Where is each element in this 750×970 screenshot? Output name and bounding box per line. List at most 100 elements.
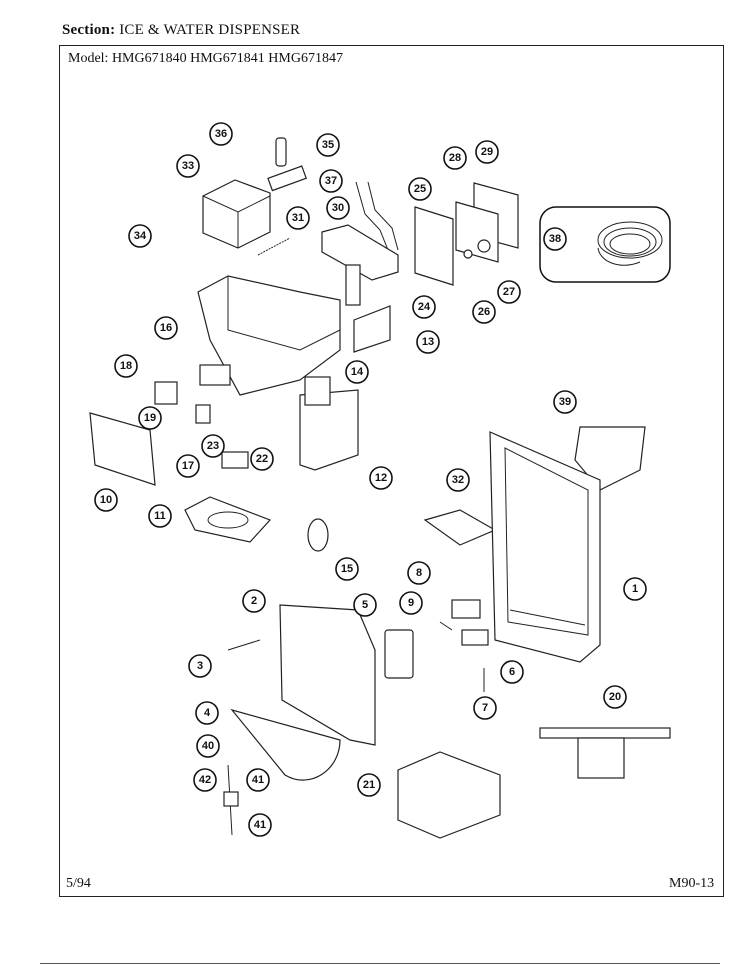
part-32 [423, 509, 497, 546]
part-21 [397, 751, 501, 839]
svg-text:7: 7 [482, 702, 488, 714]
svg-text:13: 13 [422, 336, 434, 348]
section-header: Section: ICE & WATER DISPENSER [62, 22, 300, 39]
svg-text:26: 26 [478, 306, 490, 318]
callout-33: 33 [176, 154, 200, 178]
callout-4: 4 [195, 701, 219, 725]
callout-10: 10 [94, 488, 118, 512]
svg-text:41: 41 [254, 819, 266, 831]
callout-11: 11 [148, 504, 172, 528]
callout-20: 20 [603, 685, 627, 709]
svg-text:35: 35 [322, 139, 334, 151]
svg-text:2: 2 [251, 595, 257, 607]
part-switch-18 [154, 381, 178, 405]
callout-23: 23 [201, 434, 225, 458]
callout-26: 26 [472, 300, 496, 324]
callout-19: 19 [138, 406, 162, 430]
svg-text:18: 18 [120, 360, 132, 372]
part-covers [414, 182, 519, 286]
callout-28: 28 [443, 146, 467, 170]
callout-35: 35 [316, 133, 340, 157]
callout-15: 15 [335, 557, 359, 581]
callout-32: 32 [446, 468, 470, 492]
svg-text:14: 14 [351, 366, 364, 378]
part-screw-3 [227, 639, 261, 651]
svg-text:16: 16 [160, 322, 172, 334]
part-tube-2 [367, 181, 399, 251]
svg-text:23: 23 [207, 440, 219, 452]
svg-text:9: 9 [408, 597, 414, 609]
part-tray-11 [184, 496, 272, 543]
svg-text:21: 21 [363, 779, 375, 791]
part-grille [230, 708, 341, 781]
section-label: Section: [62, 22, 116, 38]
callout-29: 29 [475, 140, 499, 164]
callout-7: 7 [473, 696, 497, 720]
svg-text:40: 40 [202, 740, 214, 752]
callout-41a: 41 [246, 768, 270, 792]
svg-text:11: 11 [154, 510, 166, 522]
footer-page-code: M90-13 [669, 876, 715, 891]
svg-text:4: 4 [204, 707, 211, 719]
callout-17: 17 [176, 454, 200, 478]
svg-text:12: 12 [375, 472, 387, 484]
part-9 [439, 621, 453, 631]
callout-40: 40 [196, 734, 220, 758]
callout-21: 21 [357, 773, 381, 797]
svg-text:5: 5 [362, 599, 368, 611]
svg-text:24: 24 [418, 301, 431, 313]
callout-25: 25 [408, 177, 432, 201]
callout-6: 6 [500, 660, 524, 684]
model-line: Model: HMG671840 HMG671841 HMG671847 [68, 51, 343, 66]
svg-text:8: 8 [416, 567, 422, 579]
bottom-rule [40, 963, 720, 964]
section-name: ICE & WATER DISPENSER [119, 22, 301, 38]
callout-31: 31 [286, 206, 310, 230]
svg-text:38: 38 [549, 233, 561, 245]
svg-text:39: 39 [559, 396, 571, 408]
svg-text:19: 19 [144, 412, 156, 424]
callout-30: 30 [326, 196, 350, 220]
svg-text:6: 6 [509, 666, 515, 678]
diagram-frame [59, 45, 724, 897]
part-dispenser-housing [197, 275, 341, 396]
svg-text:31: 31 [292, 212, 304, 224]
callout-16: 16 [154, 316, 178, 340]
callout-13: 13 [416, 330, 440, 354]
footer-date: 5/94 [66, 876, 91, 891]
callout-1: 1 [623, 577, 647, 601]
svg-text:42: 42 [199, 774, 211, 786]
callout-14: 14 [345, 360, 369, 384]
part-14 [304, 376, 331, 406]
part-panel-2 [279, 604, 376, 746]
part-heater [539, 727, 671, 779]
svg-text:41: 41 [252, 774, 264, 786]
svg-text:28: 28 [449, 152, 461, 164]
svg-text:30: 30 [332, 202, 344, 214]
part-bracket [353, 305, 391, 353]
callout-22: 22 [250, 447, 274, 471]
svg-text:3: 3 [197, 660, 203, 672]
part-5 [384, 629, 414, 679]
callout-27: 27 [497, 280, 521, 304]
callout-12: 12 [369, 466, 393, 490]
callout-42: 42 [193, 768, 217, 792]
svg-text:34: 34 [134, 230, 147, 242]
part-17 [221, 451, 249, 469]
part-clip [275, 137, 287, 167]
callout-18: 18 [114, 354, 138, 378]
part-chute [574, 426, 646, 491]
part-wire-harness [597, 221, 663, 266]
svg-text:10: 10 [100, 494, 112, 506]
callout-9: 9 [399, 591, 423, 615]
part-8 [451, 599, 481, 619]
svg-text:22: 22 [256, 453, 268, 465]
part-fitting [223, 791, 239, 807]
callout-8: 8 [407, 561, 431, 585]
callout-5: 5 [353, 593, 377, 617]
callout-24: 24 [412, 295, 436, 319]
svg-text:15: 15 [341, 563, 353, 575]
callout-3: 3 [188, 654, 212, 678]
part-tube [355, 181, 389, 251]
svg-text:20: 20 [609, 691, 621, 703]
